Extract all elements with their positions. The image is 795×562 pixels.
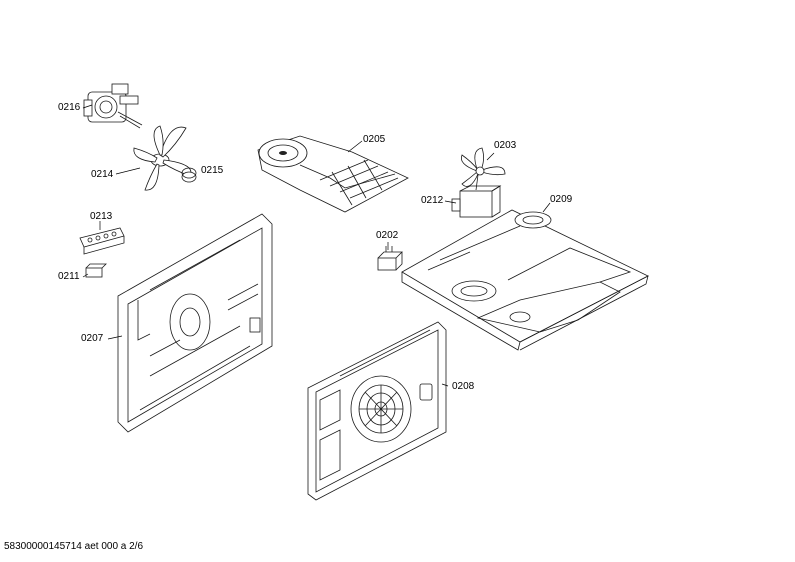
label-0208: 0208: [452, 381, 475, 392]
part-0207-back-panel: [117, 213, 273, 433]
part-0208-front-panel: [307, 321, 447, 501]
label-0207: 0207: [81, 333, 104, 344]
part-0202-switch: [377, 242, 403, 271]
part-0209-top-cover: [401, 202, 649, 351]
label-0209: 0209: [550, 194, 573, 205]
part-0213-terminal-block: [79, 221, 125, 255]
label-0205: 0205: [363, 134, 386, 145]
part-0205-heater-element: [257, 135, 409, 213]
label-0216: 0216: [58, 102, 81, 113]
part-0203-fan: [460, 147, 506, 191]
label-0202: 0202: [376, 230, 399, 241]
label-0203: 0203: [494, 140, 517, 151]
label-0214: 0214: [91, 169, 114, 180]
part-0211-connector: [85, 263, 107, 278]
label-0215: 0215: [201, 165, 224, 176]
part-0216-motor: [83, 83, 143, 129]
document-id: 58300000145714 aet 000 a 2/6: [4, 541, 144, 552]
label-0211: 0211: [58, 271, 80, 282]
label-0212: 0212: [421, 195, 444, 206]
part-0215-nut: [181, 167, 197, 183]
label-0213: 0213: [90, 211, 113, 222]
part-0214-fan-blade: [133, 125, 192, 191]
leader-lines: [82, 104, 449, 387]
part-0212-fan-motor: [444, 185, 502, 218]
